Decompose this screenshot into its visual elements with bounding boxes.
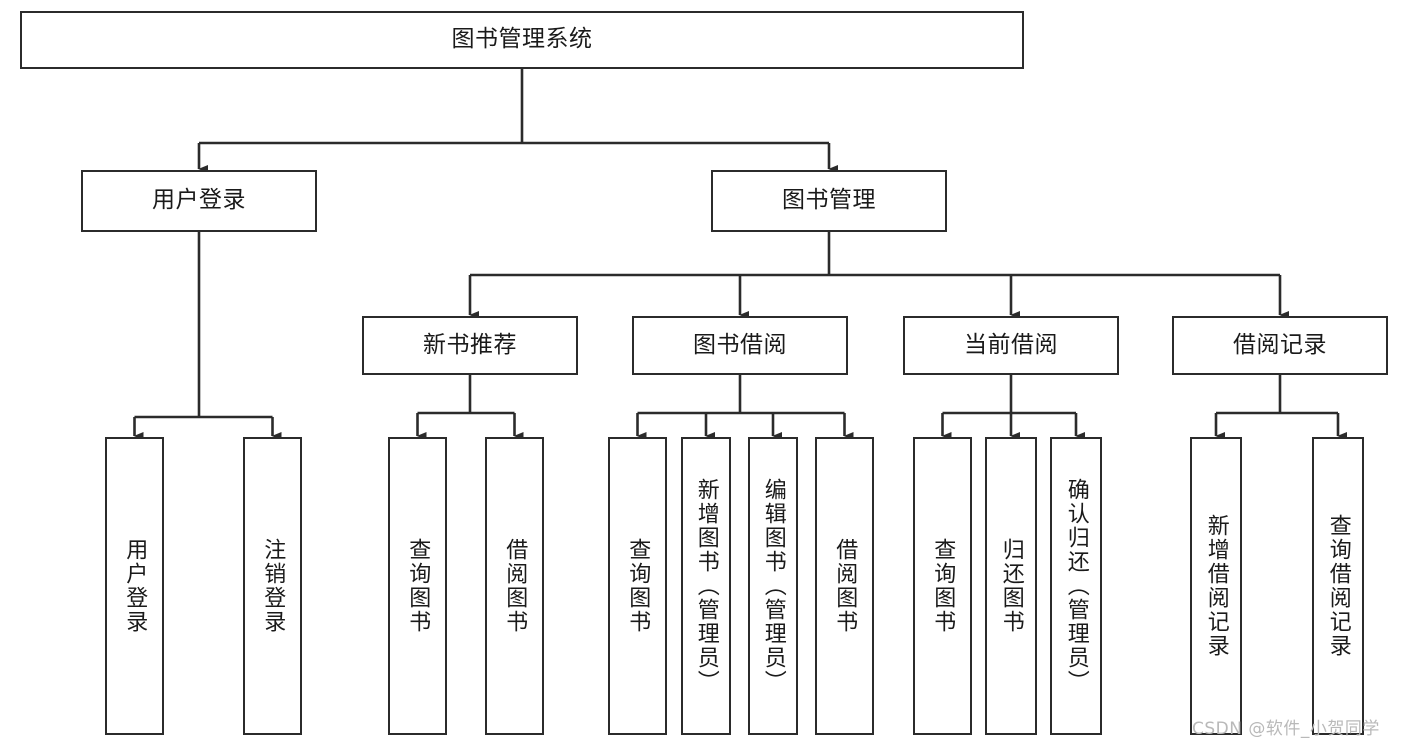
node-user-login[interactable]: 用户登录 <box>81 170 317 232</box>
leaf-return-book[interactable]: 归还图书 <box>985 437 1037 735</box>
leaf-borrow-book-recommend-label: 借阅图书 <box>502 538 528 634</box>
leaf-borrow-book-recommend[interactable]: 借阅图书 <box>485 437 544 735</box>
node-root[interactable]: 图书管理系统 <box>20 11 1024 69</box>
leaf-query-borrow-record[interactable]: 查询借阅记录 <box>1312 437 1364 735</box>
leaf-add-book-admin-label: 新增图书（管理员） <box>693 478 719 694</box>
node-book-management-label: 图书管理 <box>782 187 876 214</box>
leaf-query-book-recommend-label: 查询图书 <box>405 538 431 634</box>
leaf-query-book-current-label: 查询图书 <box>930 538 956 634</box>
leaf-edit-book-admin-label: 编辑图书（管理员） <box>760 478 786 694</box>
leaf-edit-book-admin[interactable]: 编辑图书（管理员） <box>748 437 798 735</box>
leaf-query-book-current[interactable]: 查询图书 <box>913 437 972 735</box>
node-new-book-recommend-label: 新书推荐 <box>423 331 517 358</box>
leaf-query-book-recommend[interactable]: 查询图书 <box>388 437 447 735</box>
node-root-label: 图书管理系统 <box>451 26 593 53</box>
node-new-book-recommend[interactable]: 新书推荐 <box>362 316 578 375</box>
node-borrow-record[interactable]: 借阅记录 <box>1172 316 1388 375</box>
leaf-user-login-label: 用户登录 <box>122 538 148 634</box>
leaf-return-book-label: 归还图书 <box>998 538 1024 634</box>
node-current-borrow[interactable]: 当前借阅 <box>903 316 1119 375</box>
leaf-user-login[interactable]: 用户登录 <box>105 437 164 735</box>
leaf-borrow-book[interactable]: 借阅图书 <box>815 437 874 735</box>
leaf-borrow-book-label: 借阅图书 <box>832 538 858 634</box>
leaf-logout-label: 注销登录 <box>260 538 286 634</box>
node-book-borrow[interactable]: 图书借阅 <box>632 316 848 375</box>
leaf-query-book-label: 查询图书 <box>625 538 651 634</box>
leaf-confirm-return-admin-label: 确认归还（管理员） <box>1063 478 1089 694</box>
leaf-add-book-admin[interactable]: 新增图书（管理员） <box>681 437 731 735</box>
edge-paths <box>133 69 1348 441</box>
node-borrow-record-label: 借阅记录 <box>1233 331 1327 358</box>
leaf-logout[interactable]: 注销登录 <box>243 437 302 735</box>
node-current-borrow-label: 当前借阅 <box>964 331 1058 358</box>
leaf-query-book[interactable]: 查询图书 <box>608 437 667 735</box>
leaf-add-borrow-record-label: 新增借阅记录 <box>1203 514 1229 658</box>
leaf-add-borrow-record[interactable]: 新增借阅记录 <box>1190 437 1242 735</box>
node-book-management[interactable]: 图书管理 <box>711 170 947 232</box>
leaf-query-borrow-record-label: 查询借阅记录 <box>1325 514 1351 658</box>
leaf-confirm-return-admin[interactable]: 确认归还（管理员） <box>1050 437 1102 735</box>
node-book-borrow-label: 图书借阅 <box>693 331 787 358</box>
node-user-login-label: 用户登录 <box>152 187 246 214</box>
